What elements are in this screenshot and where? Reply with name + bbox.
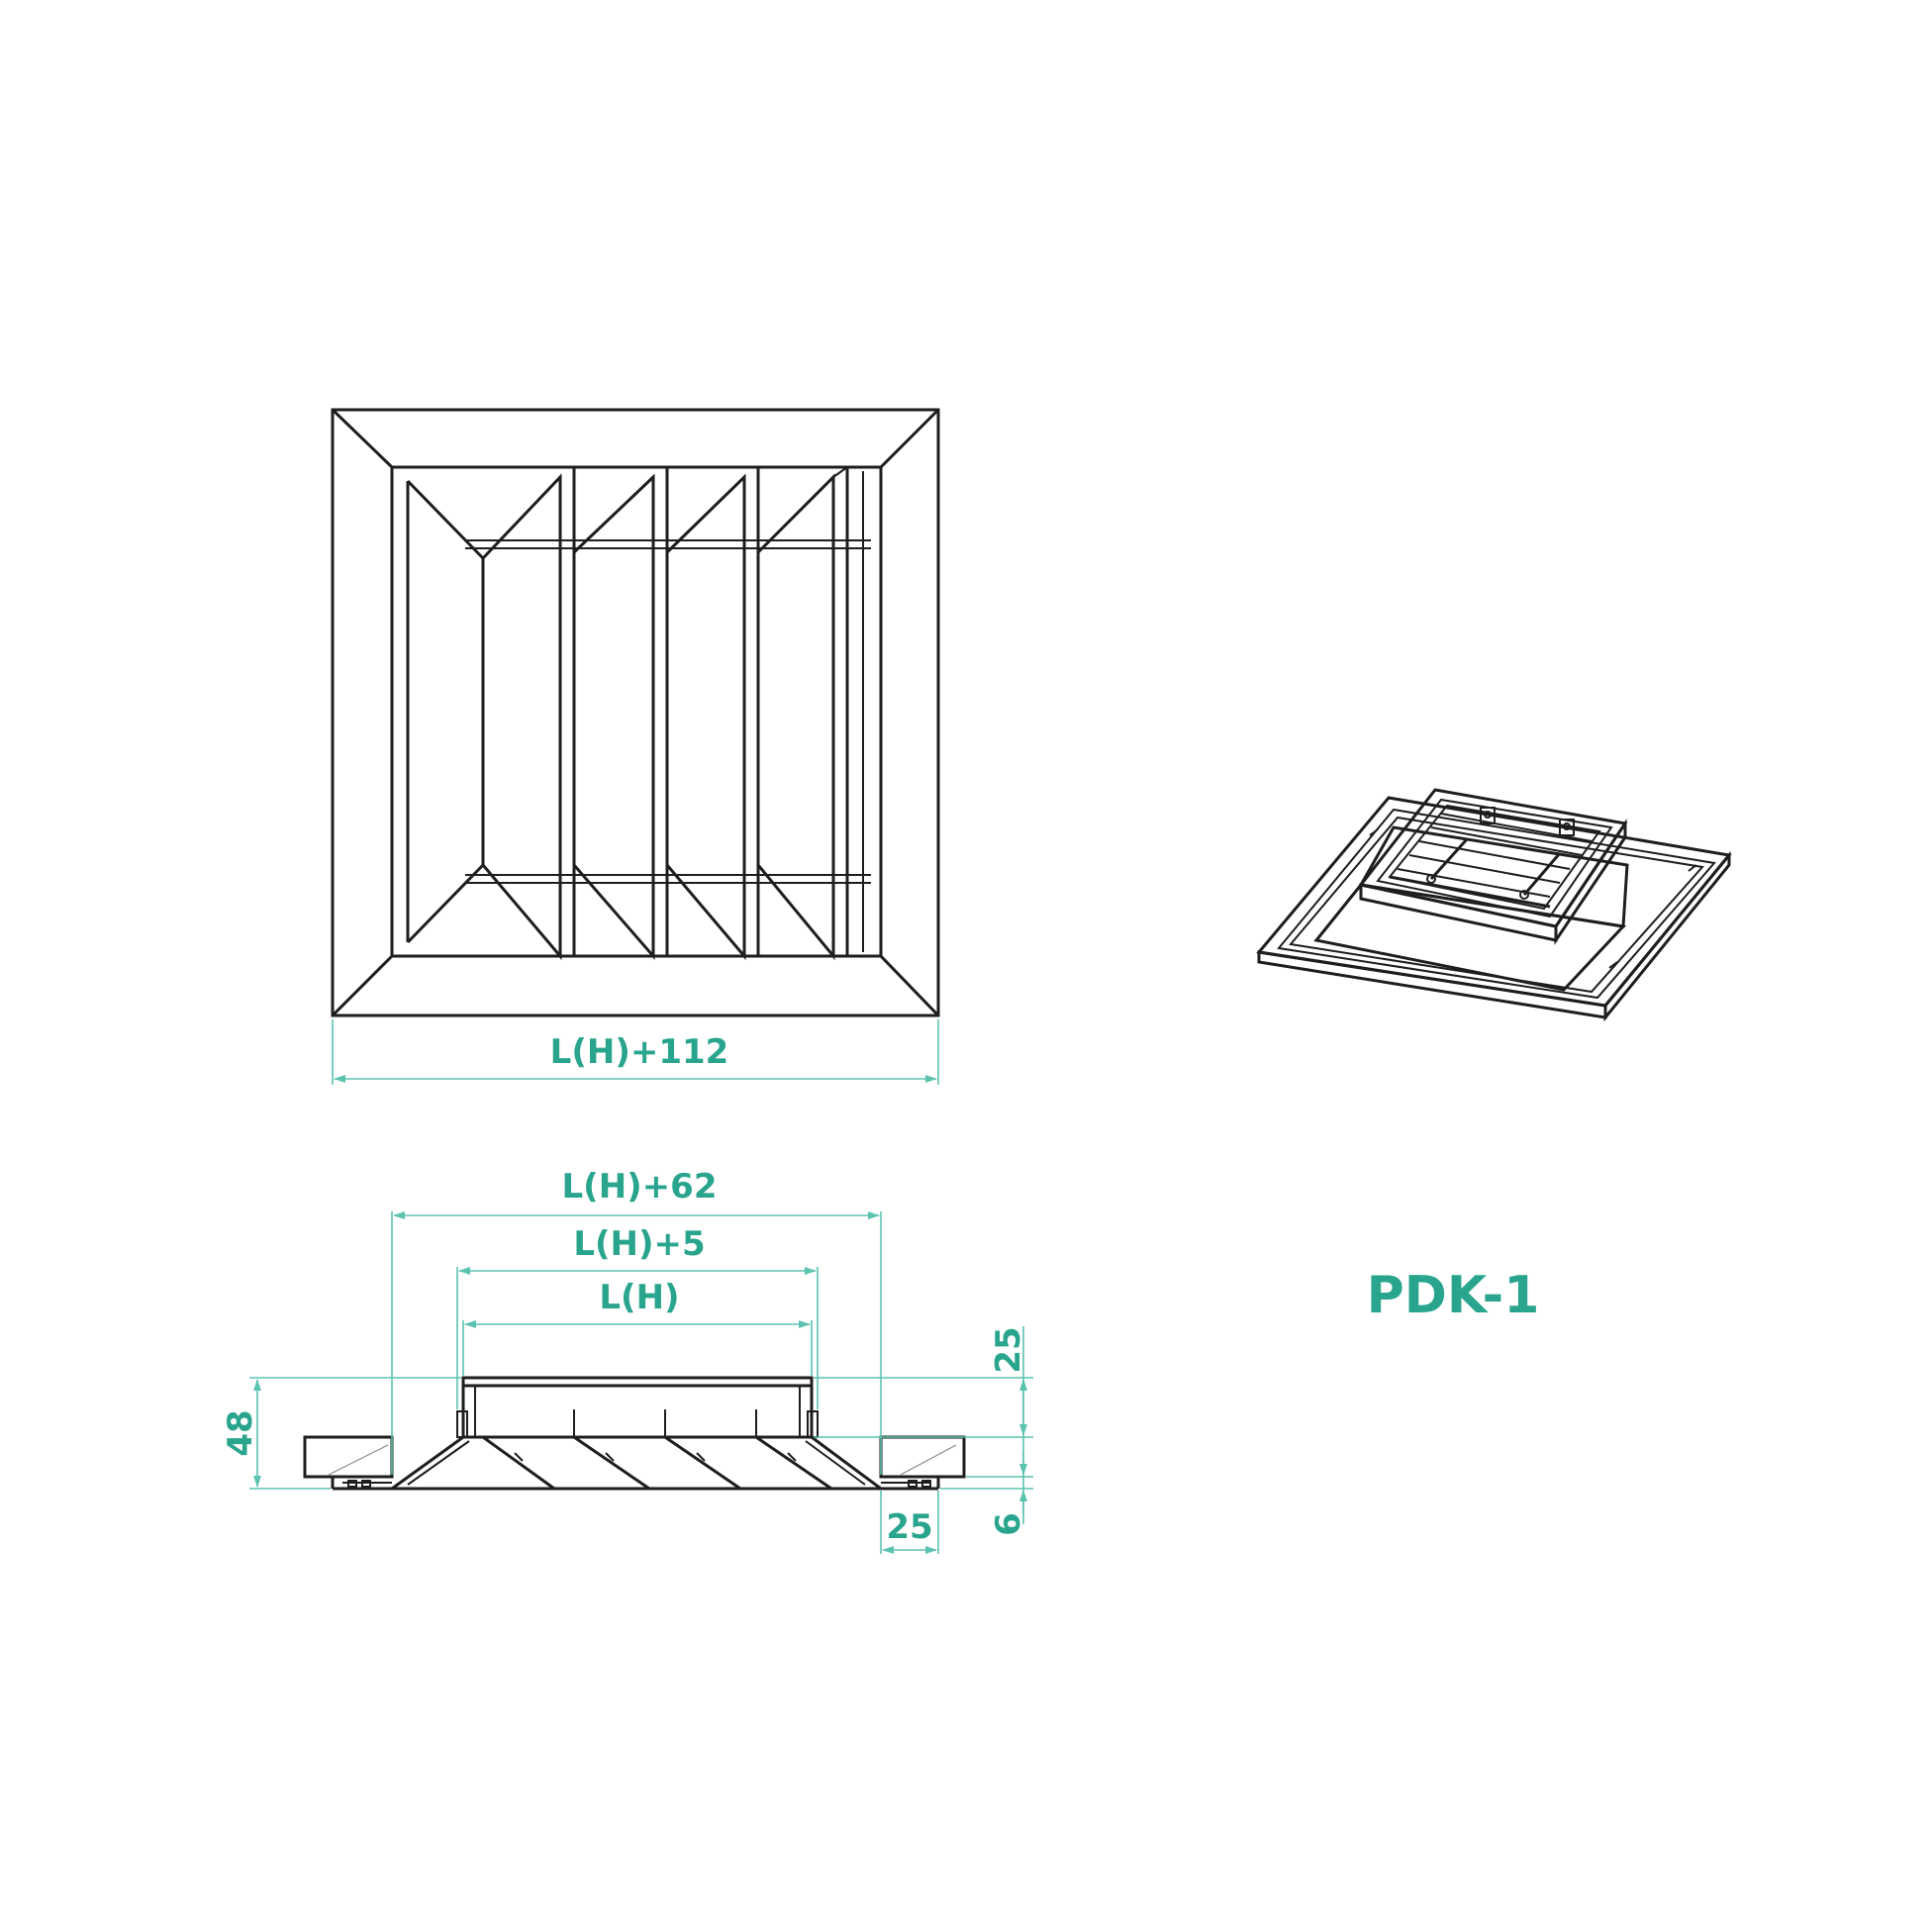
section-view: [303, 1376, 966, 1491]
product-title: PDK-1: [1367, 1266, 1540, 1325]
dim-label-flange-width: 25: [886, 1507, 932, 1547]
dim-label-nominal: L(H): [599, 1278, 679, 1317]
dimension-right-stack: 25 6: [814, 1326, 1033, 1536]
dimension-flange-width: 25: [880, 1491, 939, 1554]
dimension-outer-frame: L(H)+62: [391, 1167, 882, 1475]
dim-label-inner-frame: L(H)+5: [573, 1224, 705, 1264]
dim-label-total-height: 48: [221, 1409, 260, 1456]
dimension-front-width: L(H)+112: [332, 1019, 939, 1085]
dim-label-front-width: L(H)+112: [550, 1032, 729, 1072]
dim-label-collar-height: 25: [989, 1326, 1028, 1373]
dim-label-flange-thickness: 6: [989, 1512, 1028, 1536]
dim-label-outer-frame: L(H)+62: [561, 1167, 717, 1207]
isometric-view: [1256, 788, 1732, 1022]
dimension-nominal: L(H): [462, 1278, 813, 1376]
dimension-total-height: 48: [221, 1377, 461, 1490]
dimension-inner-frame: L(H)+5: [456, 1224, 819, 1409]
front-view: [331, 408, 940, 1017]
